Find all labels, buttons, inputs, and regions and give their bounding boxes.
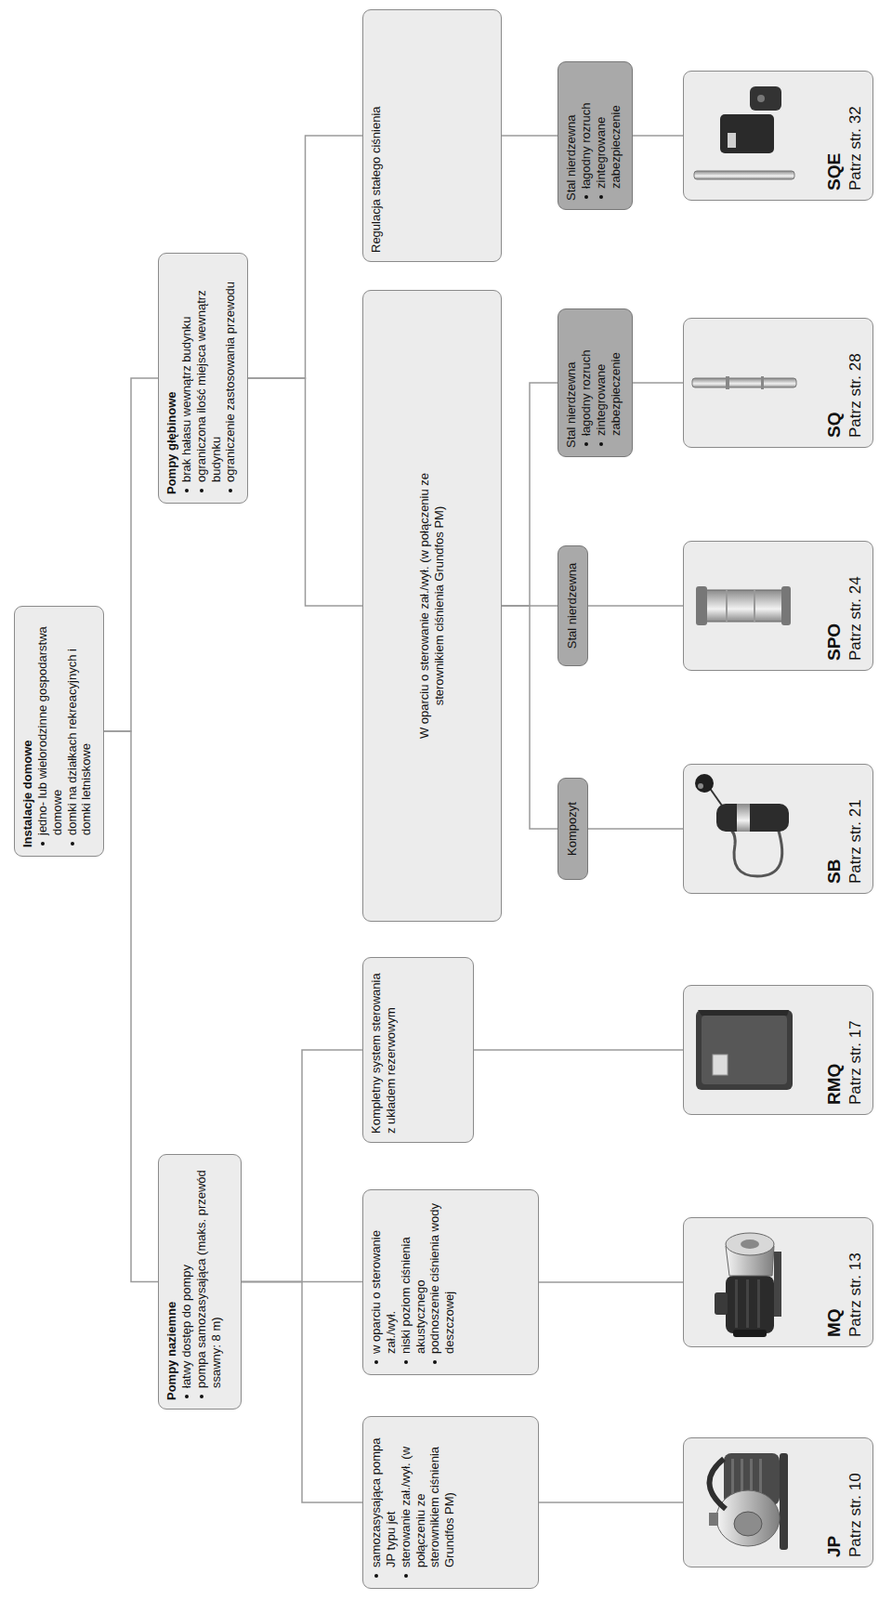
option-box: w oparciu o sterowanie zał./wył.niski po… bbox=[362, 1189, 539, 1376]
rmq-unit-illustration bbox=[695, 1010, 793, 1090]
box-text: Kompozyt bbox=[564, 787, 580, 871]
tree-connector bbox=[104, 731, 158, 1283]
sqe-pump-illustration bbox=[694, 86, 795, 180]
tree-connector bbox=[241, 1049, 363, 1283]
root-box: Instalacje domowejedno- lub wielorodzinn… bbox=[13, 605, 105, 857]
product-box: SBPatrz str. 21 bbox=[682, 763, 874, 894]
tree-connector bbox=[248, 378, 363, 606]
tree-connector bbox=[538, 1281, 683, 1284]
pump-name: RMQ bbox=[824, 995, 846, 1105]
product-box: SQPatrz str. 28 bbox=[682, 317, 874, 448]
option-box: Kompletny system sterowania z układem re… bbox=[362, 957, 474, 1143]
tree-connector bbox=[104, 378, 158, 732]
material-box: Stal nierdzewna bbox=[557, 545, 589, 667]
tree-connector bbox=[501, 382, 558, 606]
page-reference: Patrz str. 24 bbox=[845, 551, 866, 661]
box-text: Kompletny system sterowania z układem re… bbox=[368, 966, 399, 1134]
pump-name: MQ bbox=[824, 1227, 846, 1338]
sb-pump-illustration bbox=[695, 774, 789, 877]
pump-name: SQE bbox=[824, 80, 846, 191]
bullet-text: w oparciu o sterowanie zał./wył. bbox=[368, 1198, 399, 1366]
sq-pump-illustration bbox=[692, 376, 797, 390]
page-reference: Patrz str. 21 bbox=[845, 774, 866, 884]
product-box: MQPatrz str. 13 bbox=[682, 1217, 874, 1348]
tree-connector bbox=[588, 604, 683, 607]
pump-name: SPO bbox=[824, 551, 846, 661]
option-box: Regulacja stałego ciśnienia bbox=[362, 9, 502, 263]
material-box: Stal nierdzewnałagodny rozruchzintegrowa… bbox=[557, 308, 633, 458]
bullet-text: łatwy dostęp do pompy bbox=[179, 1163, 195, 1401]
bullet-text: jedno- lub wielorodzinne gospodarstwa do… bbox=[35, 615, 66, 848]
product-box: SQEPatrz str. 32 bbox=[682, 70, 874, 201]
tree-connector bbox=[588, 827, 683, 830]
box-text: Regulacja stałego ciśnienia bbox=[368, 18, 384, 253]
page-reference: Patrz str. 10 bbox=[845, 1447, 866, 1558]
page-reference: Patrz str. 13 bbox=[845, 1227, 866, 1338]
box-text: W oparciu o sterowanie zał./wył. (w połą… bbox=[417, 446, 447, 767]
box-text: Stal nierdzewna bbox=[564, 554, 580, 657]
pump-name: JP bbox=[824, 1447, 846, 1558]
page-reference: Patrz str. 17 bbox=[845, 995, 866, 1105]
page-reference: Patrz str. 32 bbox=[845, 80, 866, 191]
material-box: Stal nierdzewnałagodny rozruchzintegrowa… bbox=[557, 61, 633, 210]
bullet-text: niski poziom ciśnienia akustycznego bbox=[398, 1198, 429, 1366]
option-box: samozasysająca pompa JP typu jetsterowan… bbox=[362, 1416, 539, 1589]
bullet-text: domki na działkach rekreacyjnych i domki… bbox=[65, 615, 95, 848]
product-box: JPPatrz str. 10 bbox=[682, 1437, 874, 1568]
bullet-text: pompa samozasysająca (maks. przewód ssaw… bbox=[194, 1163, 224, 1401]
mq-pump-illustration bbox=[714, 1233, 782, 1338]
spo-pump-illustration bbox=[695, 586, 791, 626]
box-text: Stal nierdzewna bbox=[564, 70, 579, 201]
tree-connector bbox=[473, 1049, 683, 1051]
tree-connector bbox=[248, 135, 363, 379]
bullet-text: zintegrowane zabezpieczenie bbox=[593, 70, 624, 201]
product-box: SPOPatrz str. 24 bbox=[682, 540, 874, 671]
box-text: Stal nierdzewna bbox=[564, 317, 579, 448]
bullet-text: podnoszenie ciśnienia wody deszczowej bbox=[427, 1198, 458, 1366]
tree-connector bbox=[538, 1501, 683, 1504]
box-heading: Pompy naziemne bbox=[164, 1163, 180, 1401]
bullet-text: łagodny rozruch bbox=[578, 317, 594, 448]
material-box: Kompozyt bbox=[557, 777, 589, 880]
jp-pump-illustration bbox=[708, 1453, 788, 1550]
tree-connector bbox=[501, 134, 558, 137]
tree-connector bbox=[501, 605, 558, 829]
bullet-text: sterowanie zał./wył. (w połączeniu ze st… bbox=[398, 1425, 458, 1580]
tree-connector bbox=[241, 1282, 363, 1504]
tree-connector bbox=[632, 381, 683, 384]
pump-name: SB bbox=[824, 774, 846, 884]
pump-name: SQ bbox=[824, 327, 846, 438]
box-heading: Instalacje domowe bbox=[20, 615, 36, 848]
branch-box: Pompy głębinowebrak hałasu wewnątrz budy… bbox=[157, 252, 249, 504]
tree-connector bbox=[632, 134, 683, 137]
product-box: RMQPatrz str. 17 bbox=[682, 984, 874, 1116]
box-heading: Pompy głębinowe bbox=[164, 262, 180, 495]
branch-box: Pompy naziemnełatwy dostęp do pompypompa… bbox=[157, 1154, 242, 1410]
bullet-text: łagodny rozruch bbox=[578, 70, 594, 201]
bullet-text: brak hałasu wewnątrz budynku bbox=[179, 262, 195, 495]
bullet-text: ograniczenie zastosowania przewodu bbox=[223, 262, 238, 495]
bullet-text: zintegrowane zabezpieczenie bbox=[593, 317, 624, 448]
bullet-text: samozasysająca pompa JP typu jet bbox=[368, 1425, 399, 1580]
page-reference: Patrz str. 28 bbox=[845, 327, 866, 438]
option-box: W oparciu o sterowanie zał./wył. (w połą… bbox=[362, 289, 502, 922]
bullet-text: ograniczona ilość miejsca wewnątrz budyn… bbox=[194, 262, 224, 495]
